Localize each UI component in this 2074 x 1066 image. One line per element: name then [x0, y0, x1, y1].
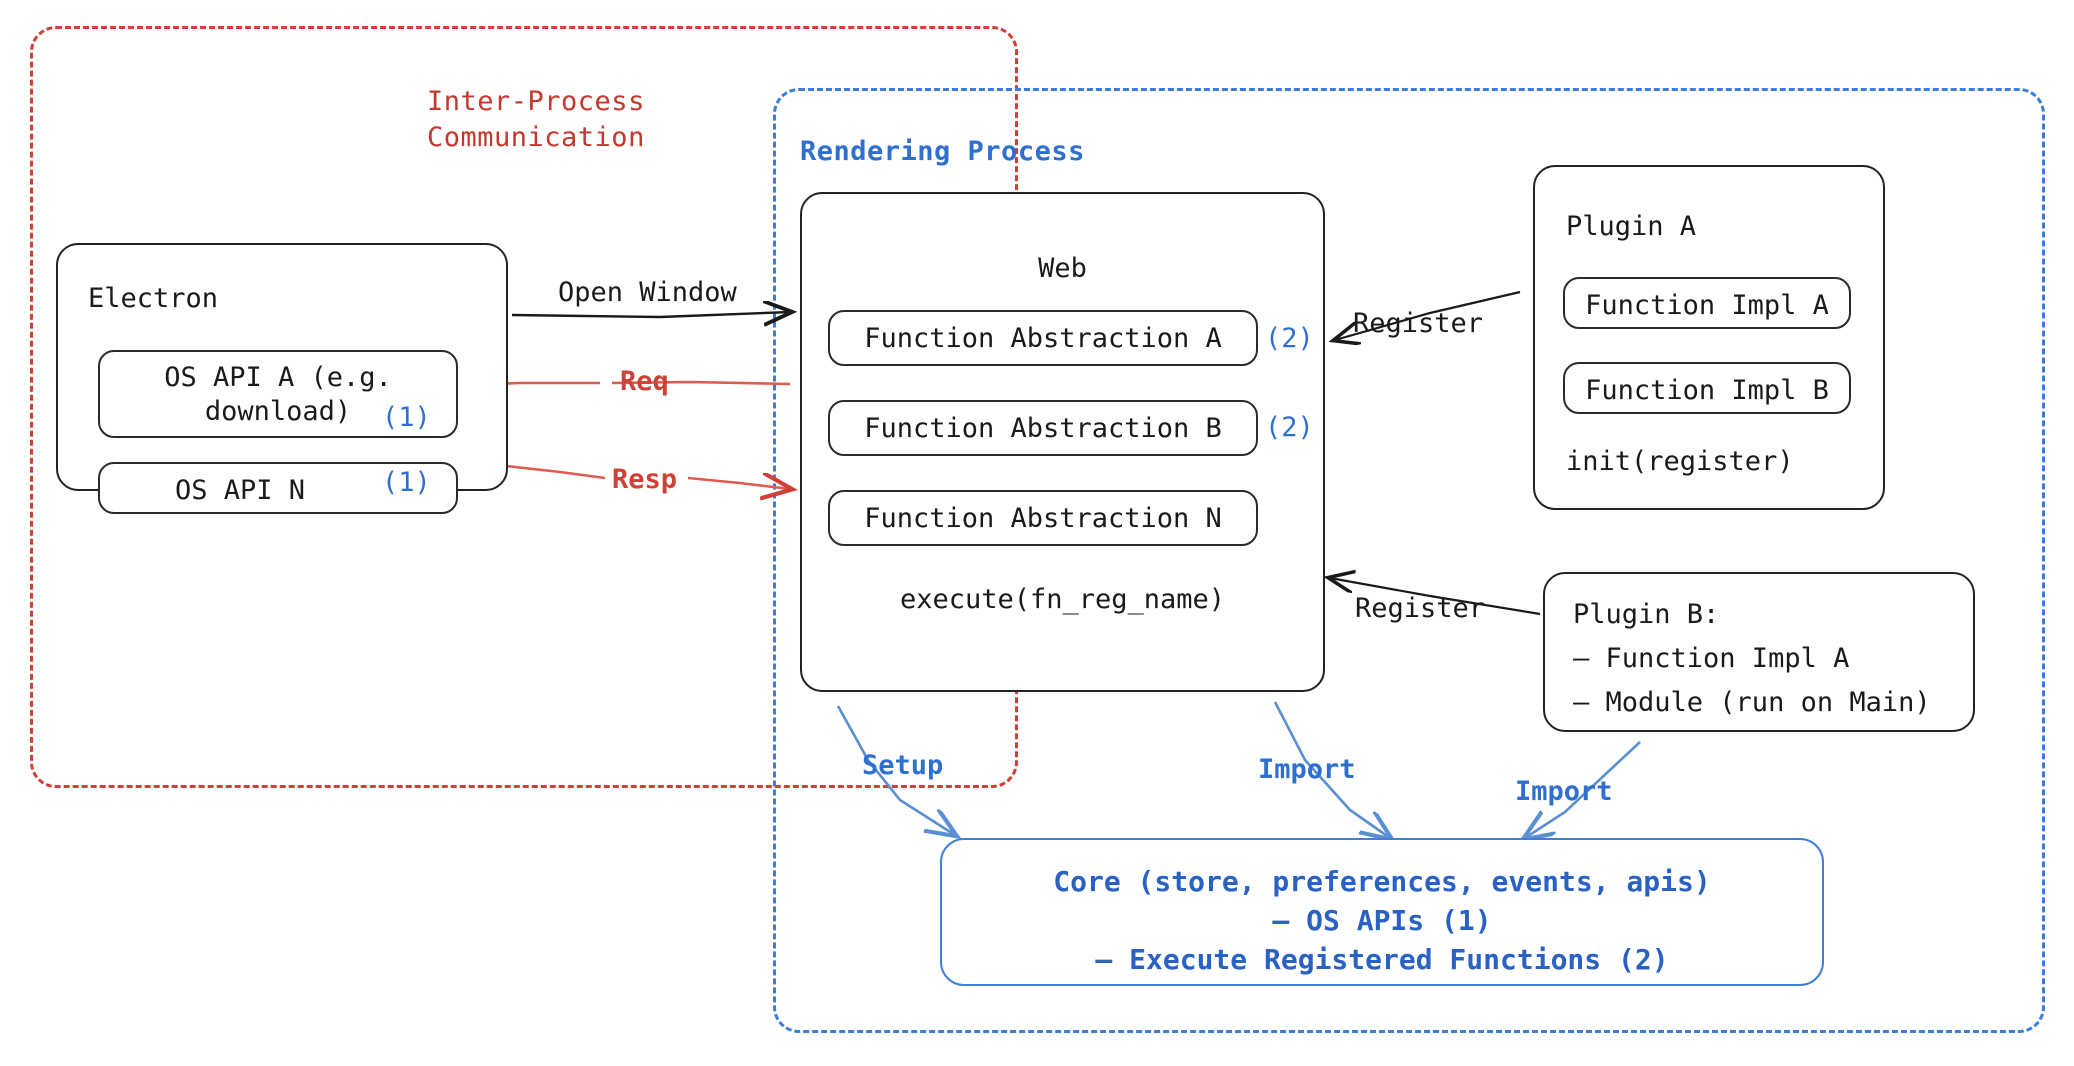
node-plugin-b-title: Plugin B:: [1573, 599, 1720, 630]
node-plugin-a[interactable]: [1533, 165, 1885, 510]
edge-label-setup: Setup: [862, 750, 944, 781]
node-function-impl-a[interactable]: [1563, 277, 1851, 329]
node-os-api-n[interactable]: [98, 462, 458, 514]
edge-label-open-window: Open Window: [558, 277, 737, 308]
edge-label-register-plugin-a: Register: [1353, 308, 1484, 339]
edge-label-import-plugin-b: Import: [1515, 776, 1613, 807]
node-function-abstraction-b[interactable]: [828, 400, 1258, 456]
node-os-api-a-label: OS API A (e.g. download): [164, 362, 392, 427]
node-web-title: Web: [1038, 253, 1087, 284]
group-title-inter-process-communication: Inter-Process Communication: [427, 86, 645, 154]
node-plugin-b-item-1: – Module (run on Main): [1573, 687, 1931, 718]
marker-function-abstraction-a: (2): [1265, 323, 1314, 354]
group-rendering-process: [773, 88, 2045, 1033]
edge-label-req: Req: [620, 366, 669, 397]
edge-label-import-web: Import: [1258, 754, 1356, 785]
node-function-abstraction-n[interactable]: [828, 490, 1258, 546]
node-core-text: Core (store, preferences, events, apis) …: [1053, 865, 1711, 977]
group-title-rendering-process: Rendering Process: [800, 136, 1085, 167]
marker-function-abstraction-b: (2): [1265, 412, 1314, 443]
node-electron-title: Electron: [88, 283, 219, 314]
node-function-impl-a-label: Function Impl A: [1585, 290, 1829, 321]
marker-os-api-n: (1): [382, 467, 431, 498]
node-function-abstraction-a-label: Function Abstraction A: [864, 323, 1222, 354]
node-function-abstraction-n-label: Function Abstraction N: [864, 503, 1222, 534]
edge-label-resp: Resp: [612, 464, 678, 495]
node-plugin-b[interactable]: [1543, 572, 1975, 732]
node-plugin-a-footer: init(register): [1566, 446, 1794, 477]
node-function-abstraction-b-label: Function Abstraction B: [864, 413, 1222, 444]
node-web-footer: execute(fn_reg_name): [899, 584, 1226, 615]
marker-os-api-a: (1): [382, 402, 431, 433]
node-function-impl-b[interactable]: [1563, 362, 1851, 414]
edge-label-register-plugin-b: Register: [1355, 593, 1486, 624]
node-function-impl-b-label: Function Impl B: [1585, 375, 1829, 406]
node-os-api-n-label: OS API N: [174, 475, 306, 506]
node-plugin-a-title: Plugin A: [1566, 211, 1697, 242]
node-core[interactable]: Core (store, preferences, events, apis) …: [940, 838, 1824, 986]
node-function-abstraction-a[interactable]: [828, 310, 1258, 366]
node-os-api-a[interactable]: [98, 350, 458, 438]
node-plugin-b-item-0: – Function Impl A: [1573, 643, 1850, 674]
